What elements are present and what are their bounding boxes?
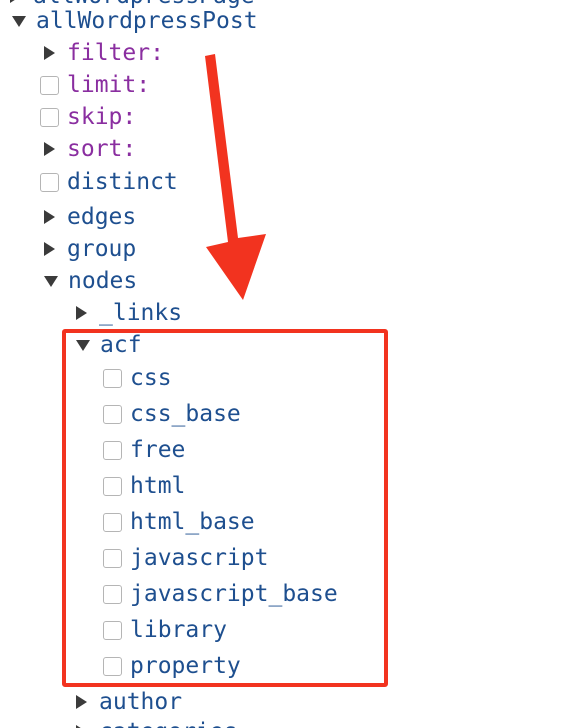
expand-triangle-icon[interactable] (44, 142, 55, 156)
field-label: property (130, 653, 241, 679)
checkbox[interactable] (103, 368, 122, 388)
collapse-triangle-icon[interactable] (44, 275, 58, 287)
tree-node-group[interactable]: group (44, 233, 136, 265)
tree-arg-skip[interactable]: skip: (40, 101, 136, 133)
expand-triangle-icon[interactable] (76, 725, 87, 728)
field-label: html (130, 473, 186, 499)
expand-triangle-icon[interactable] (10, 0, 21, 3)
field-label: javascript_base (130, 581, 338, 607)
tree-node-all-wordpress-page[interactable]: allWordpressPage (10, 0, 255, 12)
collapse-triangle-icon[interactable] (76, 339, 90, 351)
argument-label: filter: (67, 40, 164, 66)
tree-node-acf-child[interactable]: free (103, 434, 185, 466)
expand-triangle-icon[interactable] (44, 46, 55, 60)
tree-node-author[interactable]: author (76, 686, 182, 718)
field-label: author (99, 689, 183, 715)
checkbox[interactable] (103, 620, 122, 640)
expand-triangle-icon[interactable] (44, 242, 55, 256)
field-label: edges (67, 204, 137, 230)
checkbox[interactable] (103, 512, 122, 532)
checkbox[interactable] (103, 440, 122, 460)
tree-node-acf-child[interactable]: property (103, 650, 241, 682)
tree-node-acf-child[interactable]: css (103, 362, 172, 394)
checkbox[interactable] (40, 107, 59, 127)
argument-label: skip: (67, 104, 137, 130)
tree-arg-sort[interactable]: sort: (44, 133, 136, 165)
checkbox[interactable] (103, 404, 122, 424)
field-label: html_base (130, 509, 255, 535)
tree-node-edges[interactable]: edges (44, 201, 136, 233)
tree-node-acf-child[interactable]: javascript (103, 542, 268, 574)
field-label: _links (99, 300, 183, 326)
field-label: group (67, 236, 137, 262)
tree-node-nodes[interactable]: nodes (44, 265, 137, 297)
field-label: javascript (130, 545, 269, 571)
checkbox[interactable] (103, 584, 122, 604)
tree-node-links[interactable]: _links (76, 297, 182, 329)
expand-triangle-icon[interactable] (76, 306, 87, 320)
field-label: acf (100, 332, 142, 358)
tree-node-acf-child[interactable]: library (103, 614, 227, 646)
checkbox[interactable] (103, 476, 122, 496)
field-label: allWordpressPost (36, 8, 258, 34)
highlight-box (62, 329, 388, 687)
collapse-triangle-icon[interactable] (12, 15, 26, 27)
tree-node-acf-child[interactable]: html (103, 470, 185, 502)
field-label: allWordpressPage (33, 0, 255, 9)
field-label: categories (99, 719, 237, 728)
checkbox[interactable] (40, 172, 59, 192)
field-label: nodes (68, 268, 138, 294)
tree-arg-limit[interactable]: limit: (40, 69, 150, 101)
tree-node-acf-child[interactable]: javascript_base (103, 578, 338, 610)
field-label: css (130, 365, 172, 391)
argument-label: sort: (67, 136, 137, 162)
field-label: free (130, 437, 186, 463)
tree-node-acf-child[interactable]: html_base (103, 506, 255, 538)
tree-node-acf[interactable]: acf (76, 329, 142, 361)
tree-node-acf-child[interactable]: css_base (103, 398, 241, 430)
field-label: library (130, 617, 227, 643)
checkbox[interactable] (103, 548, 122, 568)
tree-node-categories[interactable]: categories (76, 716, 237, 728)
field-label: distinct (67, 169, 178, 195)
expand-triangle-icon[interactable] (44, 210, 55, 224)
checkbox[interactable] (40, 75, 59, 95)
expand-triangle-icon[interactable] (76, 695, 87, 709)
field-label: css_base (130, 401, 241, 427)
tree-node-all-wordpress-post[interactable]: allWordpressPost (12, 5, 258, 37)
argument-label: limit: (67, 72, 151, 98)
tree-node-distinct[interactable]: distinct (40, 166, 178, 198)
tree-arg-filter[interactable]: filter: (44, 37, 164, 69)
checkbox[interactable] (103, 656, 122, 676)
